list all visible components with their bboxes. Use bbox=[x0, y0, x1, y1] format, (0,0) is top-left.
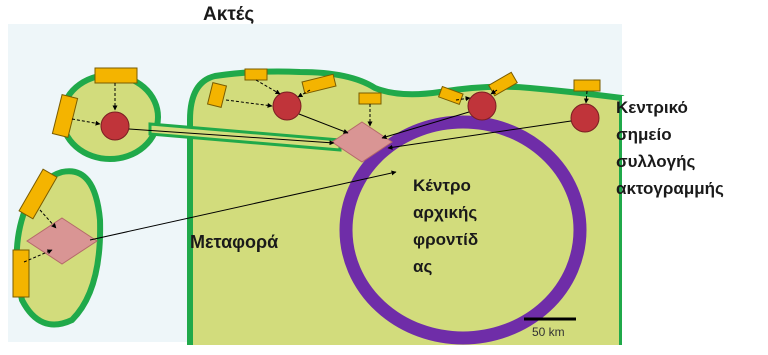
transport-label: Μεταφορά bbox=[190, 232, 279, 252]
collection-point-label: Κεντρικό σημείο συλλογής ακτογραμμής bbox=[616, 98, 724, 198]
mainland-right-edge bbox=[622, 96, 768, 355]
beach-mainland-3 bbox=[301, 73, 337, 95]
collection-point-island bbox=[100, 111, 130, 141]
mainland bbox=[187, 68, 625, 355]
white-gap bbox=[0, 342, 200, 355]
transport-arrows bbox=[89, 111, 572, 241]
transfer-hub-island bbox=[26, 217, 98, 265]
beach-mainland-4 bbox=[358, 92, 382, 105]
care-center-label: Κέντρο αρχικής φροντίδ ας bbox=[413, 176, 479, 276]
care-center-ring bbox=[339, 115, 587, 345]
beach-mainland-7 bbox=[573, 79, 601, 92]
collection-point-1 bbox=[272, 91, 302, 121]
diagram-title: Ακτές bbox=[203, 4, 255, 25]
beach-mainland-1 bbox=[206, 82, 228, 108]
beach-island-bottom-2 bbox=[12, 249, 30, 298]
collection-point-2 bbox=[467, 91, 497, 121]
mainland-bottom-edge bbox=[186, 345, 626, 355]
collection-point-3 bbox=[570, 103, 600, 133]
feeder-arrows bbox=[23, 79, 589, 263]
beach-island-bottom-1 bbox=[18, 168, 58, 220]
scale-label: 50 km bbox=[532, 325, 565, 339]
beach-mainland-2 bbox=[244, 68, 268, 81]
beach-island-top-1 bbox=[94, 67, 138, 84]
beach-island-top-2 bbox=[51, 94, 79, 138]
